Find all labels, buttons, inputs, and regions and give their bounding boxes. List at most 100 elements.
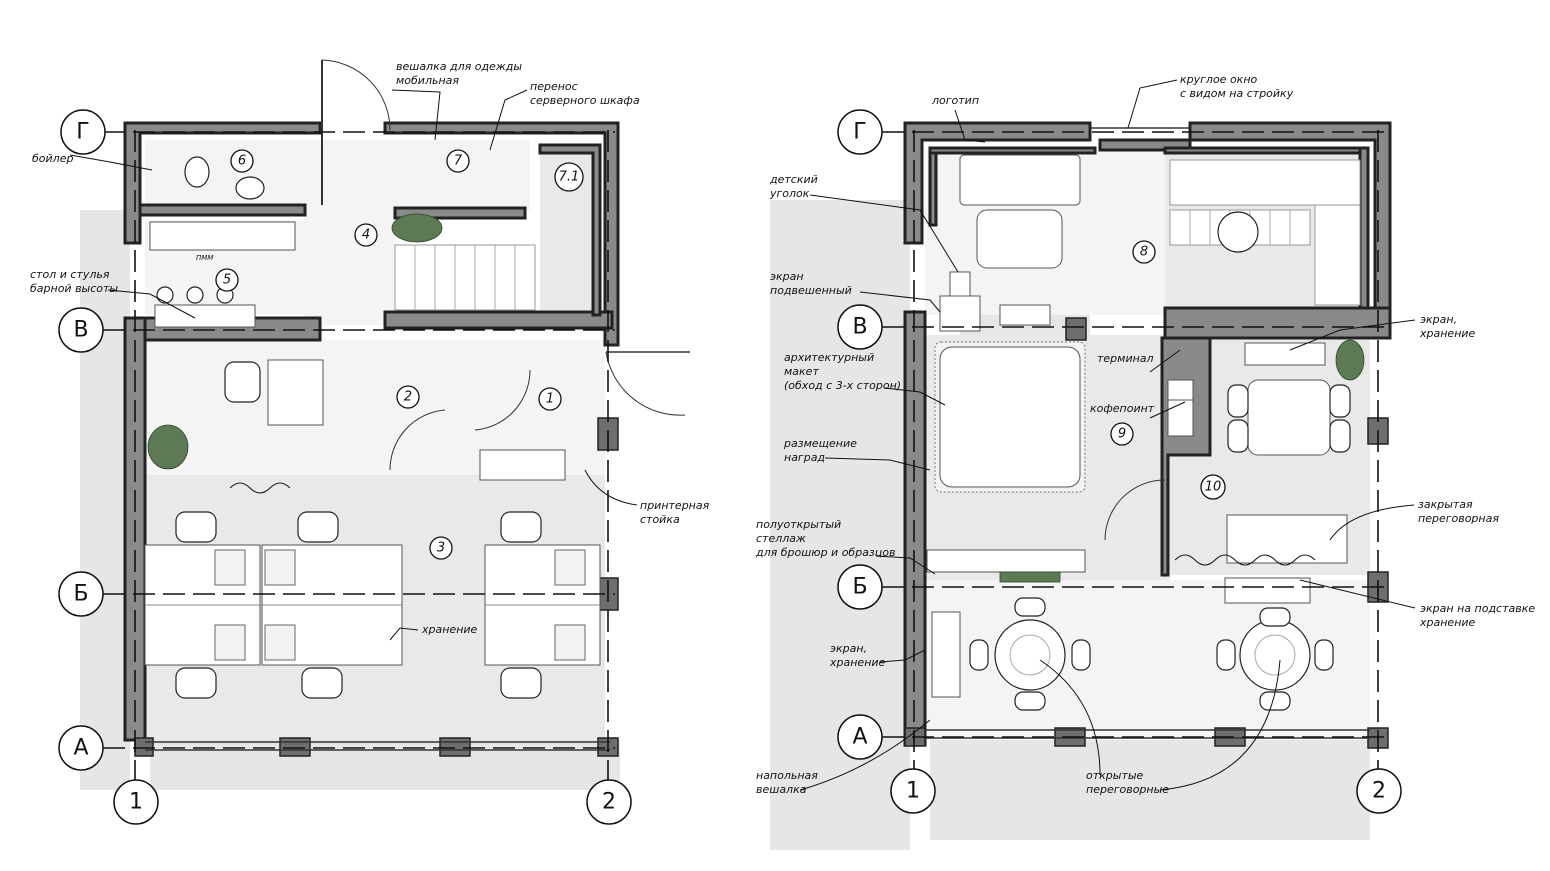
room-number-6: 6 xyxy=(230,149,254,173)
plan-right-plants xyxy=(999,339,1365,583)
note-line: стол и стулья xyxy=(30,268,110,281)
note-line: хранение xyxy=(829,656,886,669)
plan-right-furniture xyxy=(926,154,1348,698)
note-logo: логотип xyxy=(931,94,979,107)
grid-marker-row-a-right: А xyxy=(837,714,883,760)
room-number-3: 3 xyxy=(429,536,453,560)
svg-text:1: 1 xyxy=(546,392,554,407)
room-number-4: 4 xyxy=(354,223,378,247)
note-line: закрытая xyxy=(1418,498,1473,511)
plan-left-doors xyxy=(321,59,690,471)
svg-text:1: 1 xyxy=(906,779,920,804)
room-number-2: 2 xyxy=(396,385,420,409)
svg-text:Г: Г xyxy=(76,120,89,145)
grid-marker-row-g-left: Г xyxy=(60,109,106,155)
note-line: логотип xyxy=(931,94,979,107)
plan-right-axes xyxy=(882,130,1385,770)
plan-left-walls xyxy=(123,121,620,757)
svg-text:8: 8 xyxy=(1140,245,1148,260)
plan-left-grid-markers: Г В Б А 1 2 xyxy=(58,109,632,825)
note-line: мобильная xyxy=(396,74,459,87)
plan-right-stairs xyxy=(1169,159,1361,306)
room-number-8: 8 xyxy=(1132,240,1156,264)
note-line: открытые xyxy=(1086,769,1144,782)
note-line: принтерная xyxy=(640,499,710,512)
note-line: экран, xyxy=(830,642,867,655)
note-line: хранение xyxy=(1419,616,1476,629)
note-screen-storage-top: экран,хранение xyxy=(1419,313,1476,340)
plan-left-room-numbers: 6 7 7.1 4 5 2 1 3 xyxy=(215,149,584,560)
svg-text:7: 7 xyxy=(454,154,463,169)
note-line: серверного шкафа xyxy=(530,94,640,107)
grid-marker-row-b-left: Б xyxy=(58,571,104,617)
plan-left-chairs xyxy=(156,156,542,699)
svg-text:10: 10 xyxy=(1205,480,1222,495)
grid-marker-col-2-left: 2 xyxy=(586,779,632,825)
plan-left: Г В Б А 1 2 6 xyxy=(30,59,710,825)
note-line: барной высоты xyxy=(30,282,118,295)
room-number-7: 7 xyxy=(446,149,470,173)
note-line: экран на подставке xyxy=(1420,602,1535,615)
note-line: архитектурный xyxy=(784,351,874,364)
plan-right-doors xyxy=(1090,127,1190,541)
grid-marker-row-v-left: В xyxy=(58,307,104,353)
note-line: кофепоинт xyxy=(1090,402,1155,415)
room-4-floor xyxy=(305,140,395,325)
grid-marker-row-a-left: А xyxy=(58,725,104,771)
note-line: (обход с 3-х сторон) xyxy=(784,379,901,392)
wc-6-floor xyxy=(145,140,305,210)
svg-text:2: 2 xyxy=(1372,779,1386,804)
note-line: экран xyxy=(770,270,804,283)
note-line: с видом на стройку xyxy=(1180,87,1294,100)
note-line: стеллаж xyxy=(756,532,806,545)
room-number-7-1: 7.1 xyxy=(554,162,584,192)
room-number-9: 9 xyxy=(1110,422,1134,446)
svg-text:5: 5 xyxy=(223,273,231,288)
svg-text:1: 1 xyxy=(129,790,143,815)
svg-text:2: 2 xyxy=(602,790,616,815)
svg-text:Г: Г xyxy=(853,120,866,145)
note-line: макет xyxy=(784,365,819,378)
note-line: бойлер xyxy=(32,152,73,165)
grid-marker-row-g-right: Г xyxy=(837,109,883,155)
svg-text:7.1: 7.1 xyxy=(559,170,580,185)
grid-marker-col-1-left: 1 xyxy=(113,779,159,825)
plan-right: Г В Б А 1 2 8 xyxy=(755,73,1535,850)
note-line: стойка xyxy=(640,513,680,526)
note-line: уголок xyxy=(769,187,810,200)
plan-left-stairs xyxy=(394,244,536,311)
note-line: перенос xyxy=(530,80,578,93)
svg-text:6: 6 xyxy=(238,154,246,169)
note-terminal: терминал xyxy=(1097,352,1154,365)
note-line: переговорная xyxy=(1418,512,1499,525)
note-line: для брошюр и образцов xyxy=(755,546,895,559)
note-line: подвешенный xyxy=(770,284,852,297)
room-number-10: 10 xyxy=(1200,474,1226,500)
note-line: круглое окно xyxy=(1180,73,1258,86)
svg-text:А: А xyxy=(73,736,88,761)
note-line: вешалка для одежды xyxy=(396,60,522,73)
note-line: вешалка xyxy=(756,783,807,796)
pmm-label: ПММ xyxy=(196,254,213,262)
note-storage: хранение xyxy=(421,623,478,636)
grid-marker-col-1-right: 1 xyxy=(890,768,936,814)
note-line: полуоткрытый xyxy=(756,518,841,531)
svg-text:В: В xyxy=(852,315,867,340)
note-line: хранение xyxy=(1419,327,1476,340)
svg-text:9: 9 xyxy=(1118,427,1126,442)
grid-marker-row-v-right: В xyxy=(837,304,883,350)
plan-right-meeting-tables xyxy=(969,211,1351,711)
note-line: напольная xyxy=(756,769,818,782)
